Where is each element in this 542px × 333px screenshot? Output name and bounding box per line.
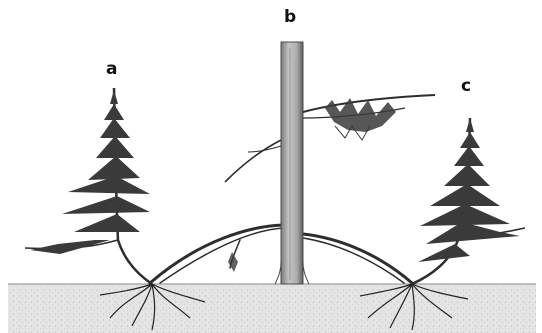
- ground: [8, 284, 536, 333]
- tree-b-trunk: [225, 42, 435, 284]
- label-b: b: [284, 7, 296, 27]
- tree-b-foliage: [228, 98, 396, 272]
- label-c: c: [461, 76, 471, 96]
- tree-a: [25, 88, 152, 284]
- tree-c: [412, 118, 525, 284]
- label-a: a: [106, 59, 117, 79]
